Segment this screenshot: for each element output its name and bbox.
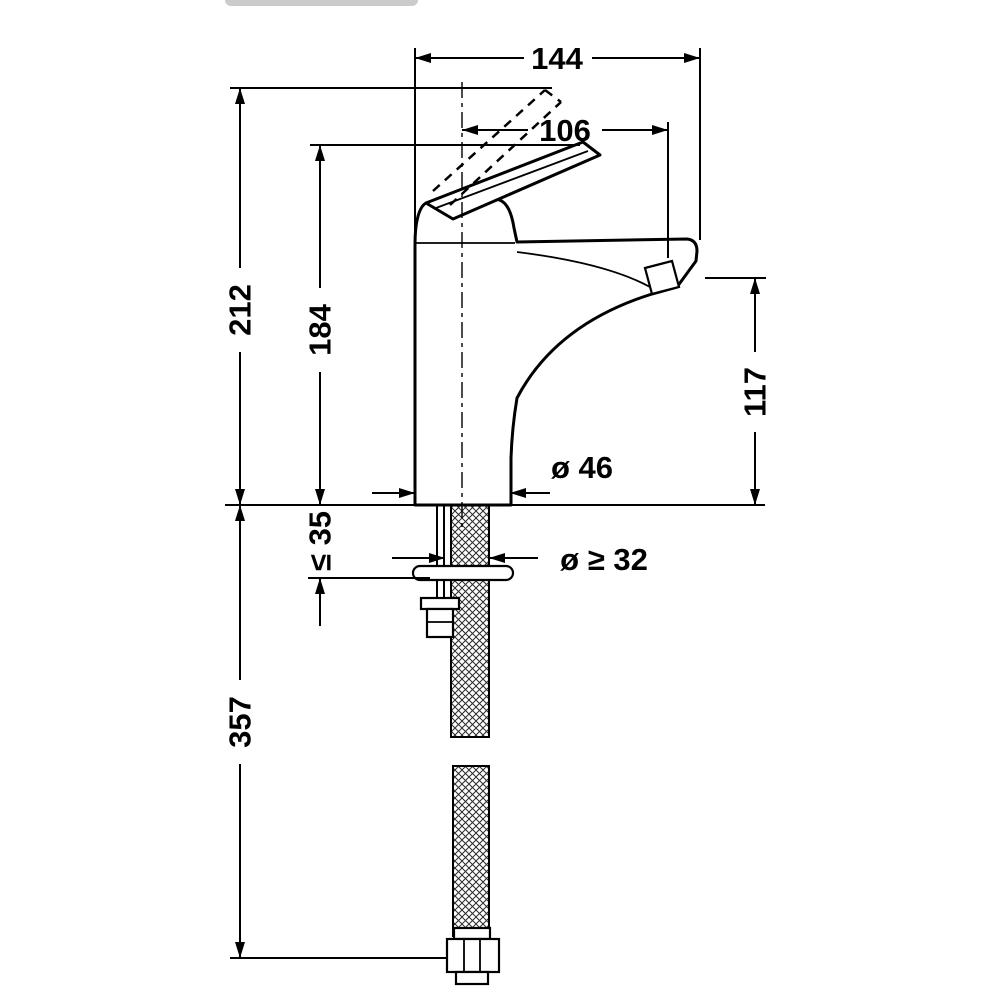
dim-spout-height-label: 117 [738,367,773,417]
dim-hole-diameter-label: ø ≥ 32 [560,542,648,577]
lever-raised-dashed [432,89,562,206]
lever-handle [424,140,602,221]
braided-hose-lower [452,765,490,937]
hose-end-fitting [445,926,501,986]
dim-spout-projection-label: 106 [539,113,591,148]
faucet-above-deck [413,89,699,507]
dim-lever-height-label: 184 [303,303,338,355]
mounting-stud [436,505,445,600]
extension-lines [225,48,766,959]
aerator-outlet [643,259,681,296]
dim-overall-height-label: 212 [223,284,258,336]
mounting-nut [419,596,461,639]
dim-max-deck-thickness-label: ≤ 35 [303,511,338,571]
dim-hose-length-label: 357 [223,696,258,748]
braided-hose-upper [450,504,490,738]
dimension-lines [235,53,760,958]
below-deck-parts [411,504,515,986]
cropped-ui-artifact [225,0,418,6]
lever-handle-edge-line [435,150,589,209]
dimension-labels: 144 106 212 184 117 ø 46 ø ≥ 32 ≤ 35 357 [223,41,773,748]
dim-overall-projection-label: 144 [531,41,583,76]
dim-body-diameter-label: ø 46 [551,450,613,485]
mounting-washer [411,564,515,582]
spout-inner-contour [516,251,651,288]
